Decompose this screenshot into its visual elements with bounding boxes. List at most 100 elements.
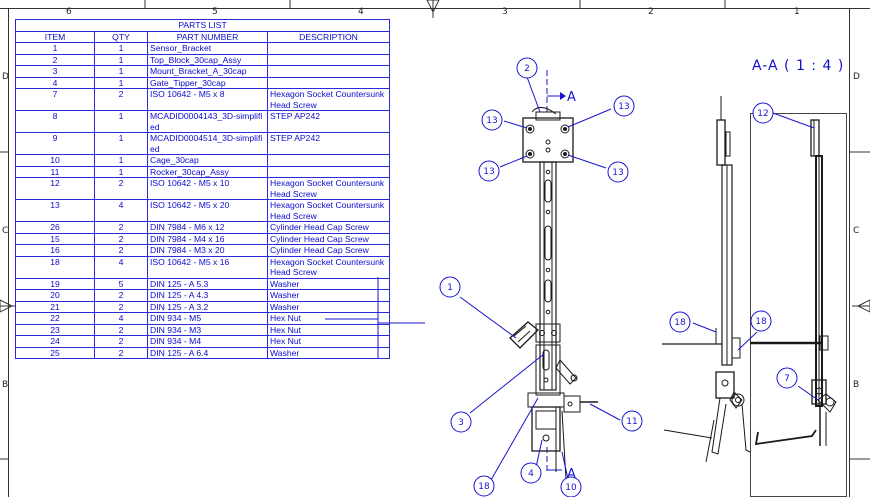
table-cell-description: Cylinder Head Cap Screw bbox=[266, 232, 391, 245]
column-header-qty: QTY bbox=[94, 30, 148, 43]
table-cell-description bbox=[266, 65, 391, 78]
table-cell-item: 7 bbox=[15, 88, 95, 111]
svg-text:13: 13 bbox=[486, 116, 497, 126]
balloon-13-c: 13 bbox=[478, 160, 500, 182]
parts-list-table: PARTS LIST ITEM QTY PART NUMBER DESCRIPT… bbox=[14, 19, 391, 359]
table-cell-part-number: Cage_30cap bbox=[147, 154, 268, 167]
svg-text:11: 11 bbox=[626, 417, 637, 427]
section-view bbox=[750, 113, 847, 497]
table-cell-item: 25 bbox=[15, 346, 95, 359]
table-cell-description: Washer bbox=[266, 346, 391, 359]
table-cell-qty: 1 bbox=[94, 132, 148, 155]
svg-text:2: 2 bbox=[524, 64, 530, 74]
svg-text:13: 13 bbox=[612, 168, 623, 178]
zone-top-4: 4 bbox=[358, 7, 364, 17]
main-view bbox=[509, 70, 598, 481]
zone-left-c: C bbox=[2, 226, 9, 236]
table-cell-qty: 2 bbox=[94, 221, 148, 234]
side-view bbox=[662, 96, 751, 463]
table-cell-item: 24 bbox=[15, 335, 95, 348]
table-cell-part-number: DIN 934 - M3 bbox=[147, 323, 268, 336]
table-cell-part-number: DIN 7984 - M3 x 20 bbox=[147, 244, 268, 257]
svg-text:18: 18 bbox=[755, 317, 767, 327]
table-cell-part-number: DIN 7984 - M4 x 16 bbox=[147, 232, 268, 245]
balloon-2: 2 bbox=[516, 57, 538, 79]
balloon-18-side-b: 18 bbox=[750, 310, 772, 332]
zone-left-b: B bbox=[2, 380, 9, 390]
table-cell-qty: 1 bbox=[94, 110, 148, 133]
table-cell-qty: 1 bbox=[94, 42, 148, 55]
table-cell-qty: 1 bbox=[94, 76, 148, 89]
zone-top-6: 6 bbox=[66, 7, 72, 17]
table-cell-item: 23 bbox=[15, 323, 95, 336]
svg-text:18: 18 bbox=[674, 318, 686, 328]
table-cell-part-number: DIN 125 - A 4.3 bbox=[147, 289, 268, 302]
balloon-4: 4 bbox=[520, 462, 542, 484]
zone-right-d: D bbox=[853, 72, 860, 82]
table-cell-qty: 1 bbox=[94, 165, 148, 178]
table-cell-part-number: ISO 10642 - M5 x 16 bbox=[147, 255, 268, 279]
table-cell-item: 8 bbox=[15, 110, 95, 133]
table-cell-description bbox=[266, 42, 391, 55]
table-cell-item: 21 bbox=[15, 300, 95, 313]
table-cell-description: Hex Nut bbox=[266, 335, 391, 348]
table-cell-description: Cylinder Head Cap Screw bbox=[266, 244, 391, 257]
table-cell-part-number: Top_Block_30cap_Assy bbox=[147, 53, 268, 66]
table-cell-qty: 2 bbox=[94, 335, 148, 348]
balloon-13-d: 13 bbox=[607, 161, 629, 183]
column-header-part-number: PART NUMBER bbox=[147, 30, 268, 43]
table-cell-part-number: Rocker_30cap_Assy bbox=[147, 165, 268, 178]
svg-text:3: 3 bbox=[458, 418, 464, 428]
balloon-1: 1 bbox=[439, 276, 461, 298]
table-cell-item: 18 bbox=[15, 255, 95, 279]
table-cell-qty: 2 bbox=[94, 177, 148, 200]
table-cell-part-number: DIN 934 - M5 bbox=[147, 312, 268, 325]
svg-text:13: 13 bbox=[483, 167, 494, 177]
table-cell-qty: 2 bbox=[94, 346, 148, 359]
table-cell-description: Hexagon Socket Countersunk Head Screw bbox=[266, 255, 391, 279]
table-cell-part-number: ISO 10642 - M5 x 20 bbox=[147, 199, 268, 222]
table-cell-description: Cylinder Head Cap Screw bbox=[266, 221, 391, 234]
table-cell-qty: 2 bbox=[94, 232, 148, 245]
table-cell-item: 12 bbox=[15, 177, 95, 200]
table-cell-item: 2 bbox=[15, 53, 95, 66]
table-cell-description bbox=[266, 76, 391, 89]
table-cell-item: 11 bbox=[15, 165, 95, 178]
table-cell-item: 26 bbox=[15, 221, 95, 234]
parts-list-header-row: ITEM QTY PART NUMBER DESCRIPTION bbox=[15, 30, 391, 43]
balloon-18-side-a: 18 bbox=[669, 311, 691, 333]
svg-text:18: 18 bbox=[478, 482, 490, 492]
section-marker-top: A bbox=[567, 90, 576, 105]
table-cell-part-number: DIN 125 - A 3.2 bbox=[147, 300, 268, 313]
section-marker-bottom: A bbox=[567, 467, 576, 482]
table-cell-qty: 2 bbox=[94, 323, 148, 336]
svg-text:12: 12 bbox=[757, 109, 768, 119]
table-cell-description bbox=[266, 154, 391, 167]
table-cell-description: Washer bbox=[266, 289, 391, 302]
table-cell-qty: 4 bbox=[94, 199, 148, 222]
column-header-description: DESCRIPTION bbox=[266, 30, 391, 43]
table-cell-description: Hexagon Socket Countersunk Head Screw bbox=[266, 199, 391, 222]
balloon-13-a: 13 bbox=[481, 109, 503, 131]
balloons: 2 13 13 13 13 1 3 11 18 4 10 18 18 12 7 bbox=[439, 57, 798, 497]
column-header-item: ITEM bbox=[15, 30, 95, 43]
table-cell-item: 16 bbox=[15, 244, 95, 257]
table-cell-description bbox=[266, 53, 391, 66]
